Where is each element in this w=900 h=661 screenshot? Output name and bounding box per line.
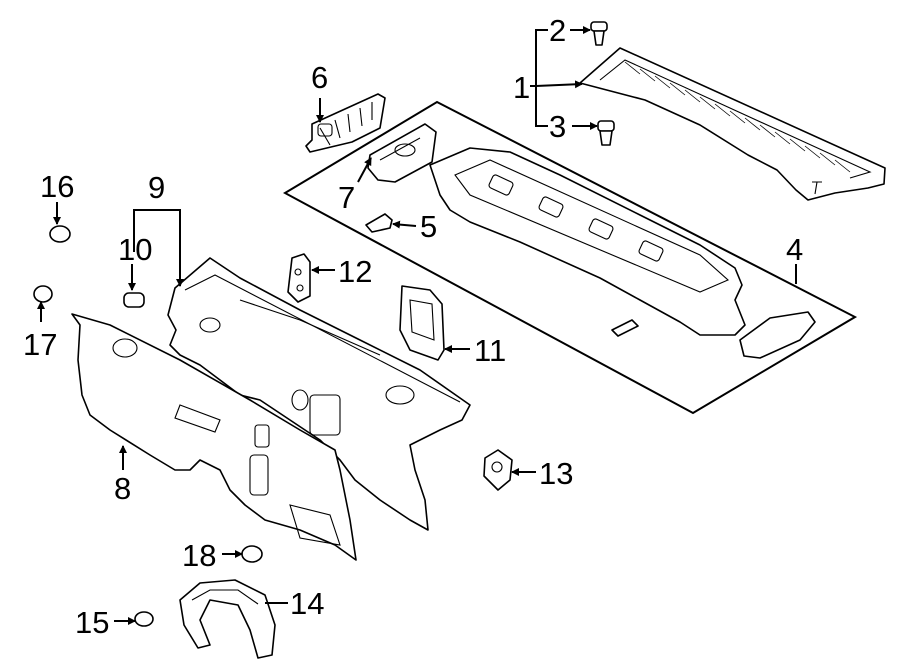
callout-5: 5 <box>420 209 437 244</box>
part-8-insulator[interactable] <box>71 313 357 561</box>
part-3-clip[interactable] <box>597 120 615 146</box>
part-9-dash-panel[interactable] <box>167 257 471 531</box>
callout-10: 10 <box>118 232 152 267</box>
callout-15: 15 <box>75 605 109 640</box>
callout-3: 3 <box>549 109 566 144</box>
part-18-plug[interactable] <box>241 545 263 563</box>
callout-14: 14 <box>290 586 324 621</box>
callout-8: 8 <box>114 471 131 506</box>
part-17-plug[interactable] <box>33 285 53 303</box>
part-4-cowl-panel[interactable] <box>429 147 816 359</box>
part-4-group-outline <box>282 100 858 415</box>
callout-2: 2 <box>549 13 566 48</box>
callout-7: 7 <box>338 180 355 215</box>
part-16-plug[interactable] <box>49 225 71 243</box>
callout-11: 11 <box>474 333 506 368</box>
callout-labels: 1 2 3 4 5 6 7 8 9 10 11 12 13 14 15 16 1… <box>23 13 803 640</box>
leader-lines <box>37 26 797 625</box>
part-15-plug[interactable] <box>134 611 154 627</box>
callout-18: 18 <box>182 538 216 573</box>
callout-1: 1 <box>513 70 530 105</box>
part-5-small-bracket[interactable] <box>365 213 393 233</box>
part-6-bracket[interactable] <box>305 93 386 153</box>
part-12-bracket[interactable] <box>287 253 311 303</box>
part-14-seal[interactable] <box>179 579 276 659</box>
callout-13: 13 <box>539 456 573 491</box>
part-7-bracket[interactable] <box>367 123 437 183</box>
callout-4: 4 <box>786 232 803 267</box>
part-2-clip[interactable] <box>590 21 608 46</box>
part-13-grommet[interactable] <box>483 449 513 491</box>
callout-12: 12 <box>338 254 372 289</box>
callout-16: 16 <box>40 169 74 204</box>
part-10-plug[interactable] <box>123 292 145 308</box>
part-11-bracket[interactable] <box>399 285 445 361</box>
part-1-cowl-top-panel[interactable] <box>579 47 886 201</box>
callout-9: 9 <box>148 170 165 205</box>
callout-6: 6 <box>311 60 328 95</box>
callout-17: 17 <box>23 327 57 362</box>
